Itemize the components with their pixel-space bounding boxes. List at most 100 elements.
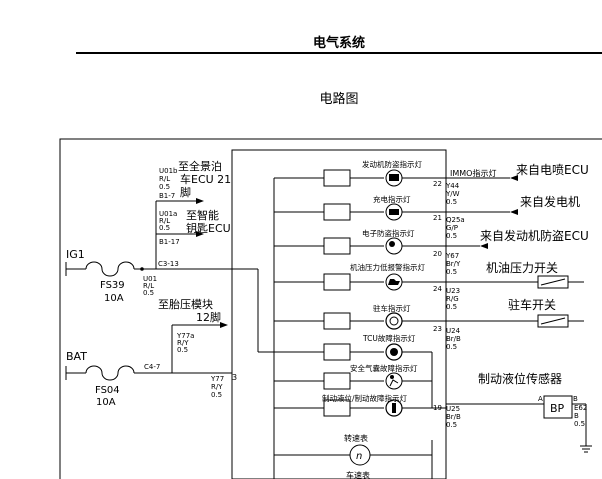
lamp-oil-label: 机油压力低报警指示灯 — [350, 262, 425, 272]
pano-ecu-line3: 脚 — [180, 185, 191, 199]
immobilizer-car-glyph — [389, 174, 399, 181]
bp-symbol: BP — [550, 402, 565, 415]
wire-e62-code: E62 — [574, 404, 587, 412]
conn-b1-7: B1-7 — [159, 192, 175, 200]
key-glyph — [389, 241, 395, 247]
wire-u24-color: Br/B — [446, 335, 461, 343]
pin-20: 20 — [433, 250, 442, 258]
conn-c3-13: C3-13 — [158, 260, 179, 268]
wire-y77-color: R/Y — [211, 383, 223, 391]
wire-u01a-size: 0.5 — [159, 224, 170, 232]
fs04-label: FS04 — [95, 385, 120, 396]
wire-u24-size: 0.5 — [446, 343, 457, 351]
wire-u23-color: R/G — [446, 295, 459, 303]
wire-y67-size: 0.5 — [446, 268, 457, 276]
wire-y77-size: 0.5 — [211, 391, 222, 399]
oil-pressure-switch-label: 机油压力开关 — [486, 261, 558, 275]
lamp-brake-label: 制动液位/制动故障指示灯 — [322, 393, 408, 403]
fs39-label: FS39 — [100, 280, 125, 291]
key-ecu-line1: 至智能 — [186, 208, 219, 222]
wire-u24-code: U24 — [446, 327, 461, 335]
arrow-pano — [196, 198, 204, 204]
wire-y77a-size: 0.5 — [177, 346, 188, 354]
wire-y44-size: 0.5 — [446, 198, 457, 206]
airbag-body-glyph — [389, 379, 399, 387]
pin-24: 24 — [433, 285, 442, 293]
section-title: 电气系统 — [312, 36, 365, 51]
wire-u25-color: Br/B — [446, 413, 461, 421]
fuse-fs04 — [85, 365, 135, 381]
diagram-frame — [59, 138, 602, 479]
parking-glyph — [389, 316, 399, 326]
wire-u01-color: R/L — [143, 282, 154, 290]
tachometer-label: 转速表 — [344, 433, 368, 443]
oil-switch-contact — [540, 278, 566, 286]
airbag-head-glyph — [390, 375, 394, 379]
bp-pin-b: B — [573, 395, 578, 403]
pin-19: 19 — [433, 404, 442, 412]
brake-glyph — [392, 403, 396, 413]
wire-e62-color: B — [574, 412, 579, 420]
pin-y77: 3 — [232, 373, 237, 382]
tpms-line2: 12脚 — [196, 310, 221, 324]
battery-glyph — [389, 209, 399, 215]
brake-fluid-sensor-label: 制动液位传感器 — [478, 371, 562, 386]
wire-q25a-size: 0.5 — [446, 232, 457, 240]
tpms-line1: 至胎压模块 — [158, 297, 213, 311]
gear-glyph — [390, 348, 398, 356]
lamp6-resistor — [323, 343, 351, 361]
lamp-park-label: 驻车指示灯 — [373, 303, 411, 313]
wire-u01b-code: U01b — [159, 167, 178, 175]
wire-u25-size: 0.5 — [446, 421, 457, 429]
speedometer-label: 车速表 — [346, 470, 370, 479]
pano-ecu-line2: 车ECU 21 — [180, 172, 231, 186]
splice-ig1 — [140, 267, 144, 271]
bp-pin-a: A — [538, 395, 543, 403]
wire-u23-size: 0.5 — [446, 303, 457, 311]
ig1-label: IG1 — [66, 248, 85, 261]
wire-u01-size: 0.5 — [143, 289, 154, 297]
arrow-from-efi — [510, 175, 518, 181]
wire-u23-code: U23 — [446, 287, 460, 295]
lamp1-resistor — [323, 169, 351, 187]
parking-lamp-icon — [385, 312, 403, 330]
parking-switch-label: 驻车开关 — [508, 297, 556, 312]
wire-y77a-code: Y77a — [176, 332, 194, 340]
fs04-amp: 10A — [96, 397, 116, 408]
wire-u01a-code: U01a — [159, 210, 177, 218]
oil-can-glyph — [388, 279, 400, 285]
park-switch-contact — [540, 317, 566, 325]
pin-21: 21 — [433, 214, 442, 222]
bat-label: BAT — [66, 350, 87, 363]
lamp5-resistor — [323, 312, 351, 330]
pano-ecu-line1: 至全景泊 — [178, 159, 222, 173]
wire-y67-code: Y67 — [445, 252, 459, 260]
lamp-tcu-label: TCU故障指示灯 — [362, 333, 416, 343]
wire-u01a-color: R/L — [159, 217, 170, 225]
pin-22: 22 — [433, 180, 442, 188]
wire-y67-color: Br/Y — [446, 260, 461, 268]
wire-q25a-code: Q25a — [446, 216, 465, 224]
wire-y44-code: Y44 — [445, 182, 460, 190]
fs39-amp: 10A — [104, 293, 124, 304]
fuse-fs39 — [85, 261, 135, 277]
wire-y77a-color: R/Y — [177, 339, 189, 347]
lamp-immobilizer-label: 发动机防盗指示灯 — [362, 159, 422, 169]
from-generator: 来自发电机 — [520, 194, 580, 209]
wire-y44-color: Y/W — [445, 190, 460, 198]
arrow-from-immo-ecu — [480, 243, 488, 249]
arrow-from-generator — [510, 209, 518, 215]
arrow-key — [196, 231, 204, 237]
pin-23: 23 — [433, 325, 442, 333]
lamp-charge-label: 充电指示灯 — [373, 194, 411, 204]
wire-e62-size: 0.5 — [574, 420, 585, 428]
lamp-antitheft-label: 电子防盗指示灯 — [362, 228, 415, 238]
key-ecu-line2: 钥匙ECU — [186, 221, 231, 235]
from-immo-ecu: 来自发动机防盗ECU — [480, 228, 589, 243]
lamp4-resistor — [323, 273, 351, 291]
brake-fluid-sensor — [543, 395, 573, 419]
diagram-title: 电路图 — [319, 92, 359, 107]
from-efi-ecu: 来自电喷ECU — [516, 163, 589, 177]
lamp-airbag-label: 安全气囊故障指示灯 — [350, 363, 418, 373]
